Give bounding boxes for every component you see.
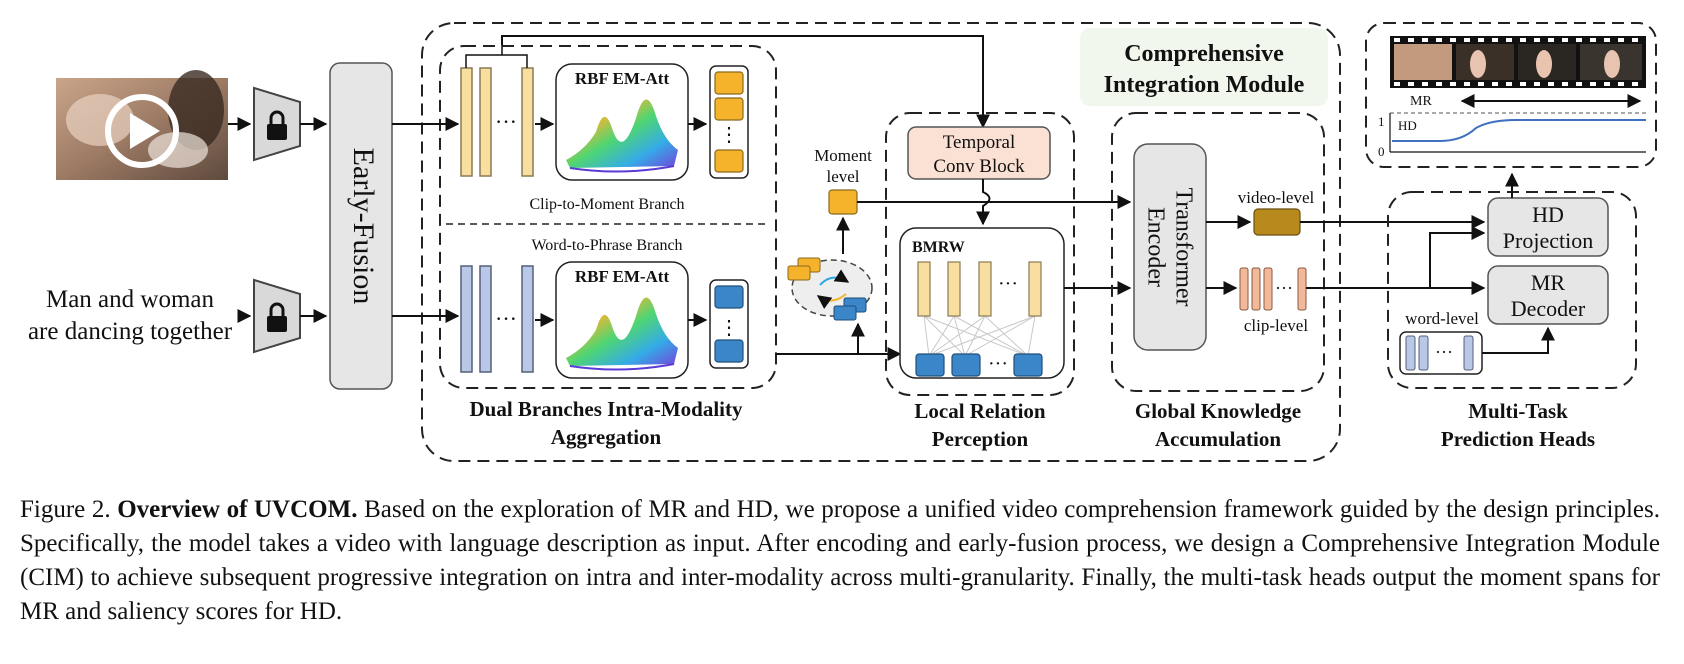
cim-title: Comprehensive Integration Module <box>1080 28 1328 106</box>
svg-text:···: ··· <box>495 306 517 331</box>
svg-text:HD: HD <box>1532 202 1564 227</box>
output-filmstrip <box>1390 36 1646 88</box>
figure-caption: Figure 2. Overview of UVCOM. Based on th… <box>20 493 1660 629</box>
mr-decoder-block: MR Decoder <box>1487 265 1609 325</box>
dual-branch-title-line1: Dual Branches Intra-Modality <box>470 397 744 421</box>
early-fusion-block: Early-Fusion <box>329 62 393 390</box>
dual-branch-box <box>439 45 777 389</box>
caption-text: Based on the exploration of MR and HD, w… <box>20 496 1660 625</box>
local-relation-box <box>885 112 1075 396</box>
svg-text:Temporal: Temporal <box>943 132 1016 153</box>
video-level-token <box>1253 208 1301 236</box>
svg-text:BMRW: BMRW <box>912 239 965 256</box>
figure-label: Figure 2. <box>20 496 111 523</box>
svg-text:···: ··· <box>1275 278 1293 298</box>
input-video-thumbnail <box>56 70 228 180</box>
text-query-line1: Man and woman <box>46 286 215 313</box>
moment-level-label-line2: level <box>826 167 859 186</box>
play-icon <box>105 94 179 168</box>
text-encoder-frozen <box>253 278 301 354</box>
hd-saliency-plot: 1 0 HD <box>1378 113 1646 159</box>
svg-text:Comprehensive: Comprehensive <box>1124 41 1284 67</box>
global-knowledge-title-line1: Global Knowledge <box>1135 399 1301 423</box>
text-query-line2: are dancing together <box>28 318 233 345</box>
lock-icon <box>267 302 287 332</box>
transformer-encoder-block: Transformer Encoder <box>1133 143 1207 351</box>
uvcom-architecture-diagram: Man and woman are dancing together Early… <box>28 22 1657 462</box>
caption-bold-title: Overview of UVCOM. <box>117 496 358 523</box>
rbf-em-att-top: RBF EM-Att <box>555 63 689 181</box>
svg-text:···: ··· <box>998 273 1018 295</box>
local-relation-title-line2: Perception <box>932 427 1029 451</box>
local-relation-title-line1: Local Relation <box>914 399 1046 423</box>
svg-text:···: ··· <box>988 353 1008 375</box>
svg-text:⋮: ⋮ <box>719 124 739 146</box>
svg-text:0: 0 <box>1378 144 1385 159</box>
svg-text:⋮: ⋮ <box>719 317 739 339</box>
temporal-conv-block: Temporal Conv Block <box>907 126 1051 180</box>
svg-text:RBF EM-Att: RBF EM-Att <box>575 69 670 88</box>
lock-icon <box>267 110 287 140</box>
word-level-tokens: ··· <box>1399 331 1483 375</box>
bmrw-block: BMRW ··· ··· <box>899 227 1065 379</box>
word-level-label: word-level <box>1405 309 1479 328</box>
global-knowledge-box <box>1111 112 1325 392</box>
video-encoder-frozen <box>253 86 301 162</box>
moment-level-label-line1: Moment <box>814 146 872 165</box>
svg-text:1: 1 <box>1378 114 1385 129</box>
clip-level-tokens: ··· <box>1239 267 1307 311</box>
svg-text:Transformer: Transformer <box>1170 187 1196 306</box>
svg-text:···: ··· <box>1435 342 1453 362</box>
multi-task-title-line1: Multi-Task <box>1468 399 1568 423</box>
token-clustering-icon <box>787 257 873 321</box>
svg-text:RBF EM-Att: RBF EM-Att <box>575 267 670 286</box>
clip-level-label: clip-level <box>1244 316 1308 335</box>
phrase-tokens: ⋮ <box>709 279 749 369</box>
word-to-phrase-label: Word-to-Phrase Branch <box>531 237 682 254</box>
hd-projection-block: HD Projection <box>1487 197 1609 257</box>
output-mr-label: MR <box>1410 94 1432 109</box>
clip-feature-bars: ··· <box>460 67 534 177</box>
rbf-em-att-bottom: RBF EM-Att <box>555 261 689 379</box>
svg-text:Integration Module: Integration Module <box>1104 72 1305 98</box>
early-fusion-label: Early-Fusion <box>347 148 380 305</box>
cim-outer-box <box>421 22 1341 462</box>
clip-to-moment-label: Clip-to-Moment Branch <box>529 196 684 213</box>
svg-text:HD: HD <box>1398 118 1417 133</box>
dual-branch-title-line2: Aggregation <box>551 425 662 449</box>
word-feature-bars: ··· <box>460 265 534 373</box>
video-level-label: video-level <box>1238 188 1315 207</box>
global-knowledge-title-line2: Accumulation <box>1155 427 1281 451</box>
svg-text:Projection: Projection <box>1503 228 1593 253</box>
svg-text:Encoder: Encoder <box>1142 207 1168 287</box>
moment-tokens: ⋮ <box>709 65 749 179</box>
svg-text:MR: MR <box>1531 270 1566 295</box>
svg-text:···: ··· <box>495 109 517 134</box>
moment-level-token <box>828 189 858 215</box>
svg-text:Conv Block: Conv Block <box>933 156 1025 177</box>
multi-task-title-line2: Prediction Heads <box>1441 427 1595 451</box>
svg-text:Decoder: Decoder <box>1511 296 1586 321</box>
